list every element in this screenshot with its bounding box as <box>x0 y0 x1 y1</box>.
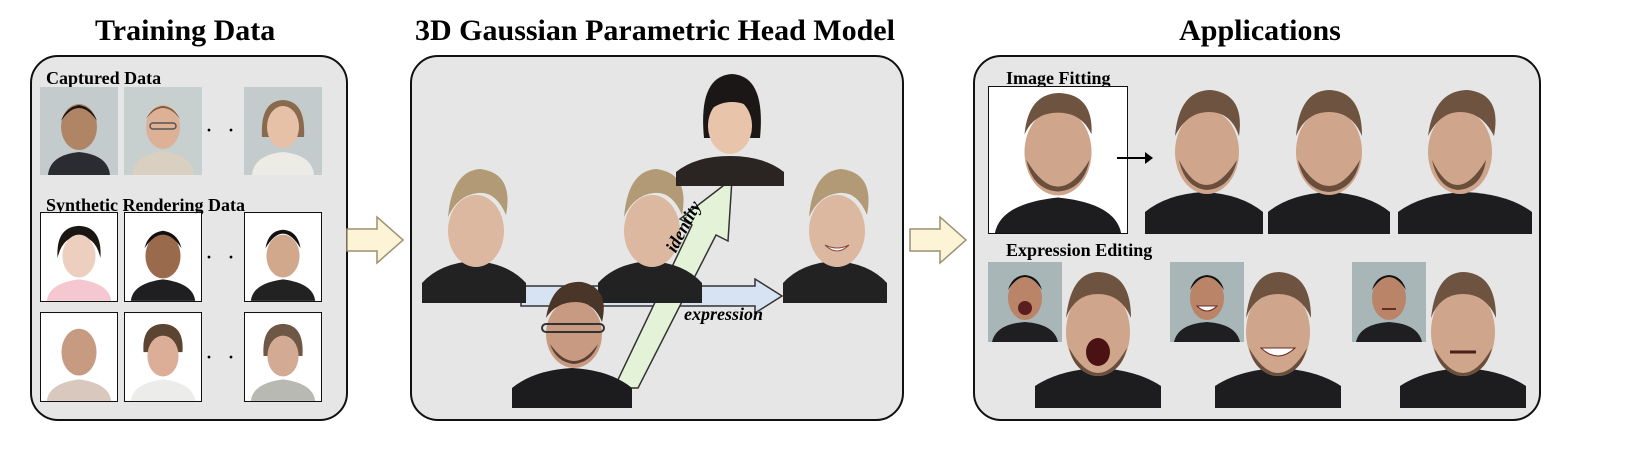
image-fitting-label: Image Fitting <box>1006 68 1111 88</box>
edit-source-1 <box>988 262 1062 342</box>
fitting-result-right <box>1398 86 1532 234</box>
synthetic-face-4 <box>40 312 118 402</box>
edit-source-3 <box>1352 262 1426 342</box>
synthetic-data-label: Synthetic Rendering Data <box>46 195 245 215</box>
edit-result-3 <box>1400 268 1526 408</box>
fitting-arrow <box>1117 152 1153 164</box>
title-applications: Applications <box>1179 14 1341 47</box>
captured-face-2 <box>124 87 202 175</box>
title-head-model: 3D Gaussian Parametric Head Model <box>415 14 895 47</box>
fitting-input-image <box>988 86 1128 234</box>
fitting-result-left <box>1145 86 1263 234</box>
head-identity-target <box>676 68 784 186</box>
captured-data-label: Captured Data <box>46 68 162 88</box>
synthetic-face-5 <box>124 312 202 402</box>
flow-arrow-right-2 <box>909 215 968 265</box>
flow-arrow-right-1 <box>346 215 405 265</box>
synthetic-face-1 <box>40 212 118 302</box>
head-expression-result <box>783 165 887 303</box>
head-identity-source <box>512 278 632 408</box>
captured-face-3 <box>244 87 322 175</box>
edit-result-2 <box>1215 268 1341 408</box>
edit-result-1 <box>1035 268 1161 408</box>
captured-face-1 <box>40 87 118 175</box>
synthetic-face-3 <box>244 212 322 302</box>
head-base-center <box>598 165 702 303</box>
expression-label: expression <box>684 304 764 324</box>
synthetic-face-2 <box>124 212 202 302</box>
title-training-data: Training Data <box>95 14 276 47</box>
edit-source-2 <box>1170 262 1244 342</box>
head-base-left <box>422 165 526 303</box>
expression-editing-label: Expression Editing <box>1006 240 1153 260</box>
synthetic-face-6 <box>244 312 322 402</box>
fitting-result-front <box>1268 86 1390 234</box>
